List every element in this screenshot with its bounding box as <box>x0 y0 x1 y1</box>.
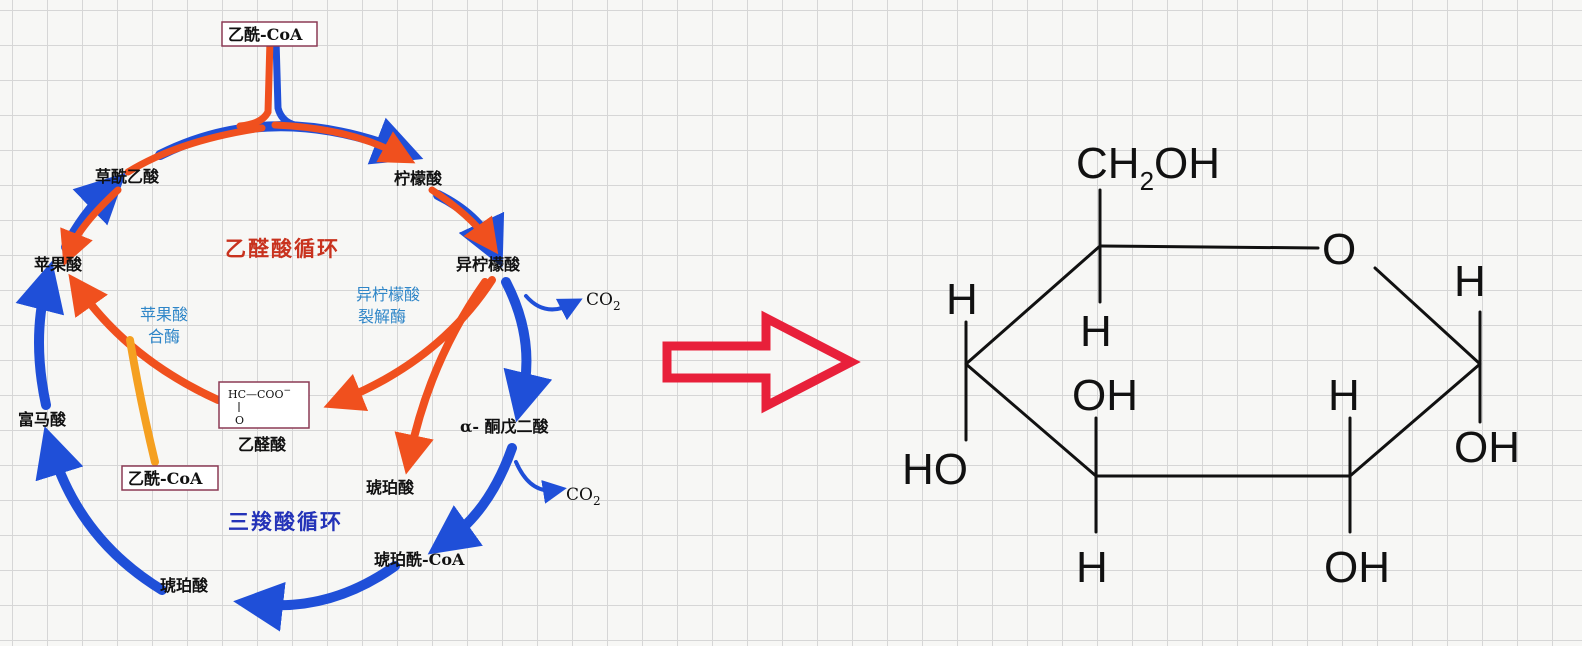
transition-arrow-icon <box>662 310 861 414</box>
co2-release-arrows <box>514 294 583 504</box>
citrate-label: 柠檬酸 <box>394 169 443 188</box>
bond-c4-c3 <box>964 362 1098 478</box>
glyoxylate-structure-box <box>218 381 310 429</box>
malate-label: 苹果酸 <box>34 255 83 274</box>
arrow-succinate-to-fumarate <box>35 426 167 595</box>
c3-h-label: H <box>1076 543 1108 592</box>
ring-oxygen-label: O <box>1322 225 1356 274</box>
malate-synthase-line2: 合酶 <box>148 327 180 346</box>
fumarate-label: 富马酸 <box>18 410 67 429</box>
c4-ho-label: HO <box>902 445 968 494</box>
c4-h-label: H <box>946 275 978 324</box>
arrow-fumarate-to-malate <box>15 260 65 410</box>
inner-acetyl-coa-box <box>121 465 219 491</box>
ch2oh-group: CH2OH <box>1076 139 1220 196</box>
c3-oh-label: OH <box>1072 371 1138 420</box>
metabolic-cycle: 乙醛酸循环 三羧酸循环 乙酰-CoA 草酰乙酸 柠檬酸 异柠檬酸 苹果酸 富马酸… <box>15 21 621 632</box>
c1-h-label: H <box>1454 257 1486 306</box>
glyoxylate-structure-bottom: O <box>235 414 244 427</box>
arrow-succinyl-to-succinate <box>233 561 400 632</box>
isocitrate-label: 异柠檬酸 <box>456 255 521 274</box>
arrow-inner-acetylcoa-up <box>126 336 159 466</box>
alpha-ketoglutarate-label: α- 酮戊二酸 <box>460 417 550 436</box>
arrow-orange-left-down <box>60 186 122 267</box>
glyoxylate-structure-top: HC—COO− <box>228 386 291 401</box>
arrow-isocitrate-to-ketoglutarate <box>501 277 553 423</box>
arrow-ketoglutarate-to-succinylcoa <box>427 443 517 555</box>
inner-acetyl-coa-label: 乙酰-CoA <box>128 469 203 488</box>
c2-oh-label: OH <box>1324 543 1390 592</box>
bond-c5-c4 <box>964 244 1102 366</box>
arrow-glyoxylate-to-malate <box>68 273 222 404</box>
arrow-isocitrate-to-succinate <box>394 278 489 475</box>
succinate-bottom-label: 琥珀酸 <box>160 576 209 595</box>
arrow-orange-top-left <box>124 124 266 176</box>
arrow-orange-citrate-isocitrate <box>428 186 499 255</box>
malate-synthase-line1: 苹果酸 <box>140 305 188 324</box>
isocitrate-lyase-line1: 异柠檬酸 <box>356 285 420 304</box>
c5-h-label: H <box>1080 307 1112 356</box>
glucose-haworth-structure: CH2OH O H H HO OH H H OH H OH <box>902 139 1520 592</box>
bond-o-c1 <box>1373 266 1482 366</box>
co2-label-2: CO2 <box>566 485 601 508</box>
bond-c5-o <box>1098 244 1320 250</box>
arrow-acetylcoa-input-orange <box>236 36 274 130</box>
glyoxylate-cycle-title: 乙醛酸循环 <box>225 236 340 261</box>
top-acetyl-coa-label: 乙酰-CoA <box>228 25 303 44</box>
bond-c2-c1 <box>1348 362 1482 478</box>
co2-arrow-2 <box>514 460 567 504</box>
c1-oh-label: OH <box>1454 423 1520 472</box>
co2-label-1: CO2 <box>586 290 621 313</box>
c2-h-label: H <box>1328 371 1360 420</box>
isocitrate-lyase-line2: 裂解酶 <box>358 307 406 326</box>
succinate-inner-label: 琥珀酸 <box>366 478 415 497</box>
succinyl-coa-label: 琥珀酰-CoA <box>374 550 465 569</box>
tca-cycle-title: 三羧酸循环 <box>228 509 343 534</box>
top-acetyl-coa-box <box>221 21 318 47</box>
ring-bonds <box>964 188 1482 534</box>
arrow-isocitrate-to-glyoxylate <box>323 276 496 411</box>
oxaloacetate-label: 草酰乙酸 <box>95 167 160 186</box>
arrow-orange-top-right <box>271 121 416 164</box>
glyoxylate-label: 乙醛酸 <box>238 435 287 454</box>
glyoxylate-cycle-arrows <box>60 36 499 475</box>
co2-arrow-1 <box>524 294 583 321</box>
arrow-acetylcoa-input-blue <box>272 36 304 130</box>
